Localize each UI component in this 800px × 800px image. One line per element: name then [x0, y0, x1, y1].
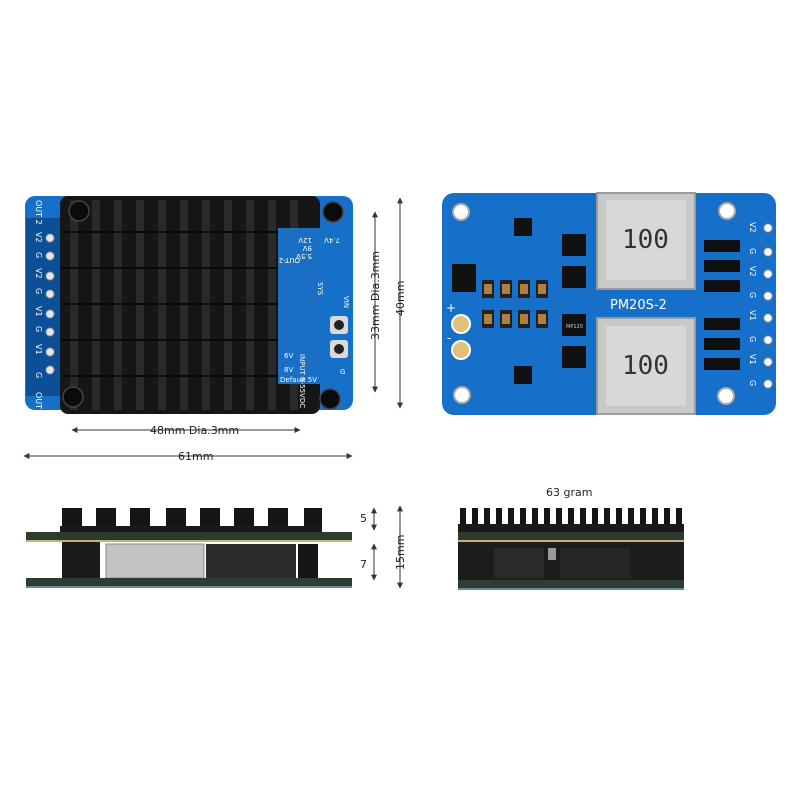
pin-label: OUT 1 — [34, 392, 43, 417]
mounting-holes — [452, 202, 736, 405]
lower-heatsink — [62, 542, 100, 578]
left-pin-holes — [45, 233, 55, 375]
top-view-heatsink: OUT-2 INPUT 9-55VDC SYS VIN 6V 8V Defaul… — [25, 196, 353, 417]
pin-label: G — [34, 326, 43, 332]
pin-label: G — [748, 248, 757, 254]
left-pin-labels: OUT 2 V2 G V2 G V1 G V1 G OUT 1 — [34, 200, 43, 417]
pin-label: V2 — [748, 266, 757, 277]
label-g: G — [340, 368, 345, 376]
right-pin-holes — [763, 223, 773, 389]
input-plus-pad — [451, 314, 471, 334]
ic-label: MP120 — [566, 324, 583, 330]
label-out2: OUT-2 — [279, 256, 300, 264]
pin-label: V2 — [748, 222, 757, 233]
right-label-area: OUT-2 INPUT 9-55VDC SYS VIN 6V 8V Defaul… — [278, 228, 350, 408]
label-12v: 12V — [298, 236, 312, 244]
bottom-pcb — [458, 580, 684, 590]
plus-label: + — [446, 301, 456, 315]
label-9v: 9V — [303, 244, 312, 252]
inductor-side — [105, 543, 205, 579]
inductor-bottom-label: 100 — [622, 351, 669, 381]
input-minus-pad — [451, 340, 471, 360]
dim-inner-height: 33mm Dia.3mm — [369, 251, 382, 340]
top-pcb — [458, 532, 684, 542]
pin-label: V2 — [34, 268, 43, 279]
top-view-components: 100 100 PM20S-2 MP120 — [442, 192, 776, 415]
minus-label: - — [447, 331, 451, 345]
heatsink-fins-side — [62, 508, 322, 530]
pin-label: V1 — [748, 354, 757, 365]
dimension-width: 48mm Dia.3mm 61mm — [23, 424, 353, 463]
label-default: Default 5V — [280, 376, 317, 384]
pin-label: V1 — [34, 344, 43, 355]
components-side — [206, 544, 296, 578]
dimension-height: 33mm Dia.3mm 40mm — [369, 197, 407, 409]
inductor-top-label: 100 — [622, 225, 669, 255]
bottom-pcb — [26, 578, 352, 588]
pin-label: G — [34, 372, 43, 378]
label-5-5v: 5.5V — [296, 252, 312, 260]
pin-label: V1 — [748, 310, 757, 321]
heatsink-base — [60, 526, 322, 536]
top-pcb — [26, 532, 352, 542]
right-pin-labels: V2 G V2 G V1 G V1 G — [748, 222, 757, 386]
dim-outer-width: 61mm — [178, 450, 213, 463]
capacitor-caps — [484, 284, 546, 324]
mounting-screws — [62, 200, 344, 410]
dim-outer-height: 40mm — [394, 281, 407, 316]
dimension-heights: 5 7 15mm — [360, 505, 407, 589]
pin-label: V2 — [34, 232, 43, 243]
pin-label: OUT 2 — [34, 200, 43, 225]
heatsink-grooves — [60, 231, 320, 377]
mosfet-chips — [452, 218, 586, 384]
pin-label: G — [34, 288, 43, 294]
dim-total-height: 15mm — [394, 535, 407, 570]
heatsink-fins-short — [460, 508, 682, 528]
pin-label: G — [748, 380, 757, 386]
weight-label: 63 gram — [546, 486, 592, 499]
side-view-long — [26, 508, 352, 588]
label-input: INPUT 9-55VDC — [298, 354, 306, 408]
label-vin: VIN — [342, 296, 350, 308]
pin-label: V1 — [34, 306, 43, 317]
pin-label: G — [34, 252, 43, 258]
pin-label: G — [748, 292, 757, 298]
dim-top-offset: 5 — [360, 512, 367, 525]
label-6v: 6V — [284, 352, 293, 360]
output-pads — [704, 240, 740, 370]
dim-bottom-offset: 7 — [360, 558, 367, 571]
dim-inner-width: 48mm Dia.3mm — [150, 424, 239, 437]
label-8v: 8V — [284, 366, 293, 374]
side-view-short — [458, 508, 684, 590]
label-sys: SYS — [316, 282, 324, 296]
pin-label: G — [748, 336, 757, 342]
left-pin-header — [26, 218, 60, 396]
model-label: PM20S-2 — [610, 298, 667, 313]
label-7-4v: 7.4V — [324, 236, 340, 244]
